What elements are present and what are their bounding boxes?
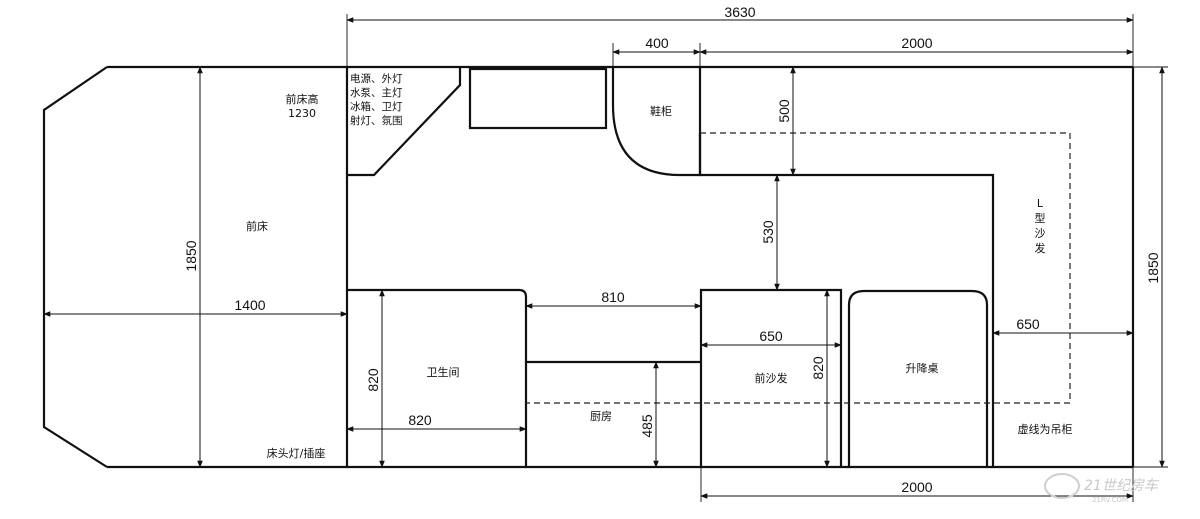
dim-bathroom-width: 820 [408,412,432,428]
l-sofa [698,133,995,467]
label-lift-table: 升降桌 [906,361,939,375]
label-controls-1: 电源、外灯 [350,72,403,85]
label-l-sofa-3: 沙 [1035,227,1046,240]
dim-top-rear: 2000 [901,35,932,51]
dimension-lines [43,14,1168,502]
dim-front-bed-width: 1400 [234,297,265,313]
dim-kitchen-depth: 485 [639,414,655,438]
dim-aisle-depth: 530 [760,220,776,244]
watermark-text: 21世纪房车 [1084,478,1160,494]
shoe-cabinet [611,67,702,177]
vehicle-outline [42,65,1135,469]
dim-shoe-cabinet: 500 [776,99,792,123]
label-front-sofa: 前沙发 [755,371,788,385]
lift-table [847,289,989,467]
dim-front-sofa-width: 650 [759,328,783,344]
label-bedside: 床头灯/插座 [267,446,326,460]
label-l-sofa-1: L [1037,197,1044,210]
label-controls-2: 水泵、主灯 [350,87,403,99]
label-l-sofa-4: 发 [1035,241,1046,255]
label-dashed-note: 虚线为吊柜 [1018,422,1073,436]
label-shoe-cabinet: 鞋柜 [650,104,672,118]
fridge-cabinet [468,67,608,130]
label-controls-4: 射灯、氛围 [350,114,403,127]
watermark-sub: 21RV.COM [1092,496,1128,504]
dim-bottom-rear: 2000 [901,479,932,495]
dim-top-front: 400 [645,35,669,51]
label-bathroom: 卫生间 [427,365,460,379]
dim-front-sofa-depth: 820 [810,356,826,380]
label-controls-3: 冰箱、卫灯 [350,100,403,113]
label-kitchen: 厨房 [590,410,612,423]
bathroom [347,288,528,467]
front-sofa [699,288,843,467]
dim-rear-depth: 1850 [1145,252,1161,283]
label-front-bed-height: 前床高 [286,92,319,106]
dim-total-length: 3630 [724,4,755,20]
label-l-sofa-2: 型 [1035,211,1046,225]
watermark: 21世纪房车 21RV.COM [1044,473,1160,504]
label-front-bed-height-value: 1230 [288,107,316,120]
overhead-cabinet-dashed [526,132,1071,404]
dim-front-bed-depth: 1850 [183,240,199,271]
label-front-bed: 前床 [246,219,268,233]
dim-bathroom-depth: 820 [365,368,381,392]
control-cabinet [347,67,462,177]
dim-l-sofa-width: 650 [1016,316,1040,332]
dim-aisle-width: 810 [601,289,625,305]
